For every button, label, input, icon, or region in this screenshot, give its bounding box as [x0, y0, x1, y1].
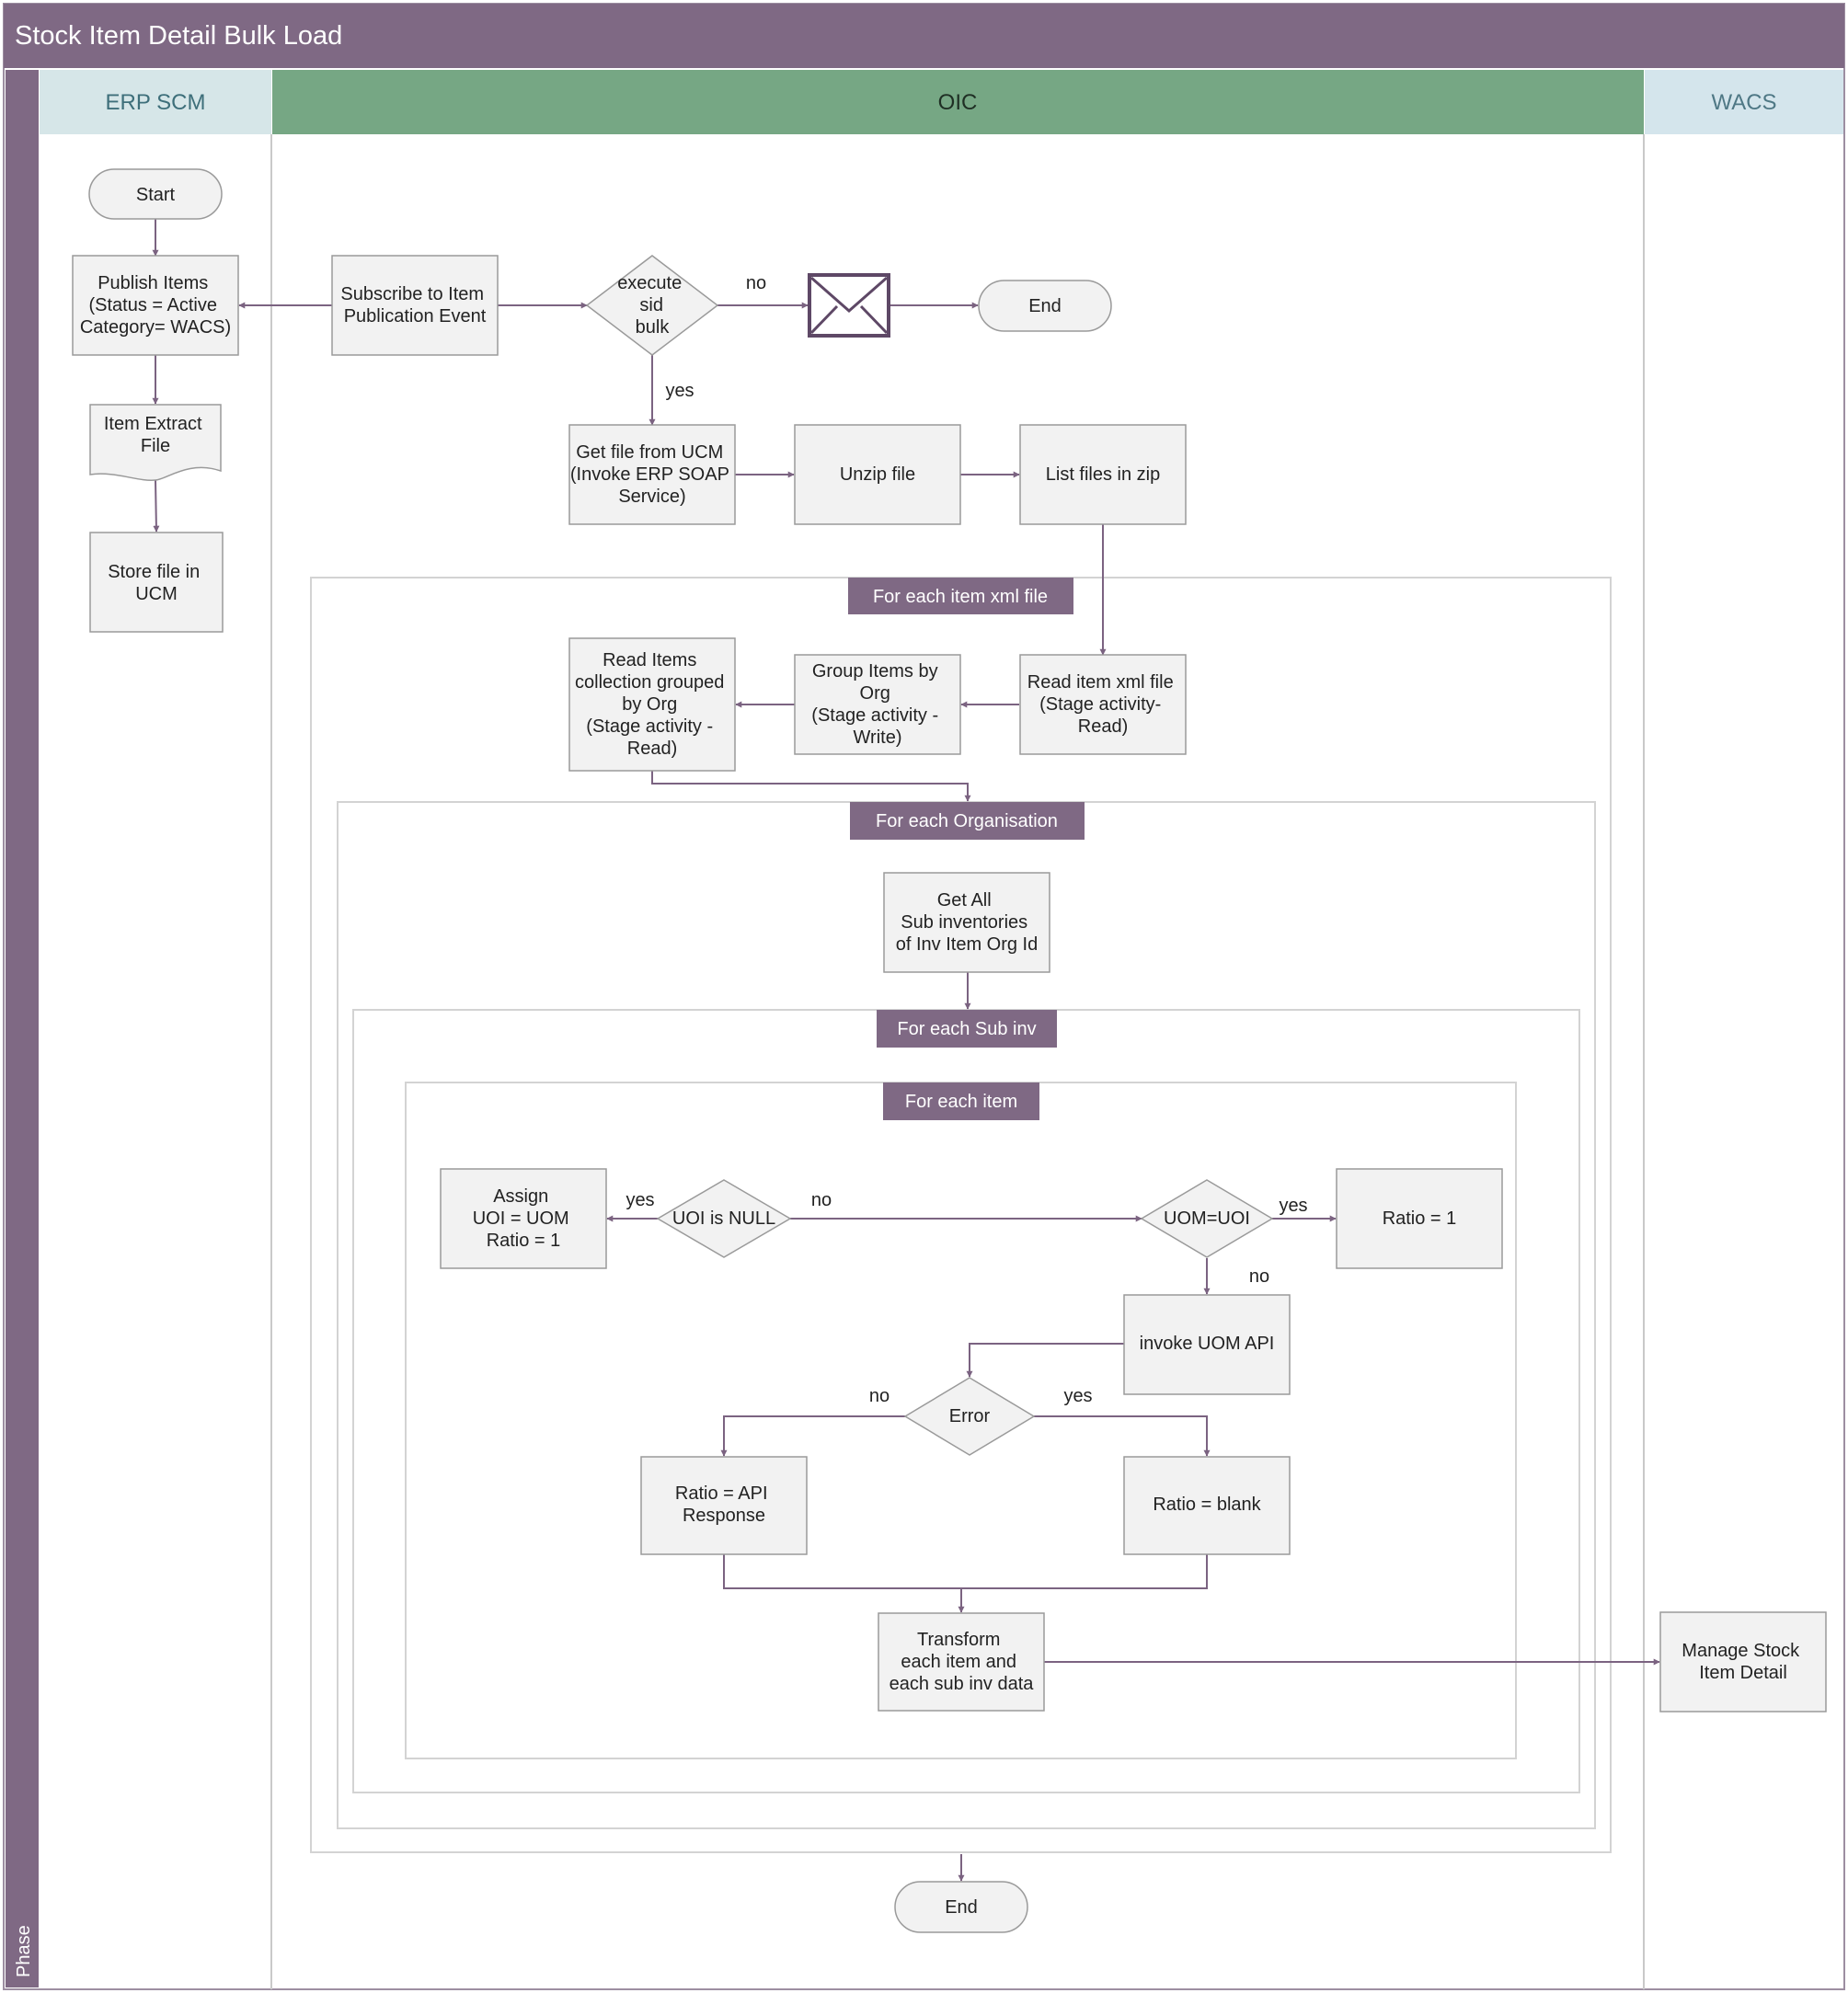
manage-stock-label: Manage Stock Item Detail — [1682, 1641, 1804, 1683]
lane-header-oic — [272, 70, 1644, 134]
end-top-terminator — [978, 280, 1112, 332]
get-all-box — [883, 872, 1050, 973]
get-file-label: Get file from UCM (Invoke ERP SOAP Servi… — [570, 442, 734, 507]
start-terminator — [88, 168, 223, 220]
manage-stock-box — [1659, 1611, 1827, 1712]
item-extract-label: Item Extract File — [104, 414, 207, 456]
invoke-api-box — [1123, 1294, 1291, 1395]
group-items-box — [794, 654, 961, 755]
loop-label-box-subinv — [877, 1010, 1057, 1048]
error-label: Error — [949, 1406, 991, 1426]
loop-label-xml: For each item xml file — [873, 587, 1048, 607]
subscribe-box — [331, 255, 499, 356]
read-xml-box — [1019, 654, 1187, 755]
loop-label-item: For each item — [905, 1092, 1017, 1112]
edge-invoke-error — [966, 1343, 1124, 1378]
ratio-api-label: Ratio = API Response — [675, 1483, 773, 1526]
loop-label-box-org — [850, 802, 1085, 840]
store-ucm-label: Store file in UCM — [108, 562, 205, 604]
assign-box — [440, 1168, 607, 1269]
list-files-label: List files in zip — [1046, 464, 1161, 485]
publish-items-label: Publish Items (Status = Active Category=… — [80, 273, 231, 338]
transform-box — [878, 1612, 1045, 1712]
uom-uoi-decision — [1140, 1179, 1274, 1258]
group-items-label: Group Items by Org (Stage activity - Wri… — [811, 661, 943, 748]
label-no-execute: no — [746, 273, 766, 293]
lane-title-wacs: WACS — [1711, 90, 1776, 115]
uoi-null-decision — [656, 1179, 792, 1258]
read-collection-box — [568, 637, 736, 772]
list-files-box — [1019, 424, 1187, 525]
ratio-api-box — [640, 1456, 808, 1555]
lane-title-erp: ERP SCM — [106, 90, 206, 115]
get-file-box — [568, 424, 736, 525]
diagram-title: Stock Item Detail Bulk Load — [15, 21, 342, 51]
assign-label: Assign UOI = UOM Ratio = 1 — [473, 1186, 575, 1251]
label-no-invoke: no — [1249, 1266, 1269, 1287]
start-label: Start — [136, 185, 176, 205]
lane-title-oic: OIC — [938, 90, 978, 115]
end-bottom-terminator — [894, 1881, 1028, 1933]
label-yes-ratio: yes — [1279, 1196, 1307, 1216]
connectors — [152, 219, 1660, 1882]
label-no-error: no — [869, 1386, 890, 1406]
execute-decision — [585, 255, 719, 356]
title-bar — [4, 4, 1844, 68]
transform-label: Transform each item and each sub inv dat… — [890, 1630, 1035, 1694]
unzip-box — [794, 424, 961, 525]
phase-label: Phase — [14, 1925, 34, 1977]
execute-label: execute sid bulk — [617, 273, 687, 338]
label-no-uoi: no — [811, 1190, 832, 1210]
edge-error-ratioapi — [720, 1415, 905, 1457]
error-decision — [903, 1377, 1036, 1456]
edge-readcoll-org-loop — [651, 771, 971, 802]
lane-header-wacs — [1645, 70, 1843, 134]
get-all-label: Get All Sub inventories of Inv Item Org … — [896, 890, 1039, 955]
ratio-blank-box — [1123, 1456, 1291, 1555]
uoi-null-label: UOI is NULL — [672, 1208, 775, 1229]
read-collection-label: Read Items collection grouped by Org (St… — [575, 650, 729, 759]
store-ucm-box — [89, 532, 224, 633]
edge-error-ratioblank — [1034, 1415, 1211, 1457]
lane-header-erp — [40, 70, 271, 134]
ratio-one-box — [1336, 1168, 1503, 1269]
uom-uoi-label: UOM=UOI — [1164, 1208, 1250, 1229]
read-xml-label: Read item xml file (Stage activity- Read… — [1027, 672, 1179, 737]
end-bottom-label: End — [945, 1897, 978, 1918]
phase-column — [6, 70, 39, 1987]
ratio-blank-label: Ratio = blank — [1153, 1495, 1261, 1515]
item-extract-document — [89, 404, 222, 481]
loop-label-box-item — [883, 1082, 1039, 1120]
loop-label-subinv: For each Sub inv — [897, 1019, 1036, 1039]
edge-ratioapi-merge — [723, 1554, 1208, 1589]
label-yes-assign: yes — [626, 1190, 654, 1210]
invoke-api-label: invoke UOM API — [1140, 1334, 1275, 1354]
label-yes-execute: yes — [665, 381, 694, 401]
loop-label-org: For each Organisation — [876, 811, 1058, 831]
edge-extract-store — [153, 479, 160, 533]
envelope-icon — [808, 273, 890, 338]
loop-label-box-xml — [848, 578, 1073, 614]
publish-items-box — [72, 255, 239, 356]
unzip-label: Unzip file — [840, 464, 915, 485]
label-yes-error: yes — [1063, 1386, 1092, 1406]
end-top-label: End — [1028, 296, 1062, 316]
subscribe-label: Subscribe to Item Publication Event — [340, 284, 488, 326]
ratio-one-label: Ratio = 1 — [1383, 1208, 1457, 1229]
